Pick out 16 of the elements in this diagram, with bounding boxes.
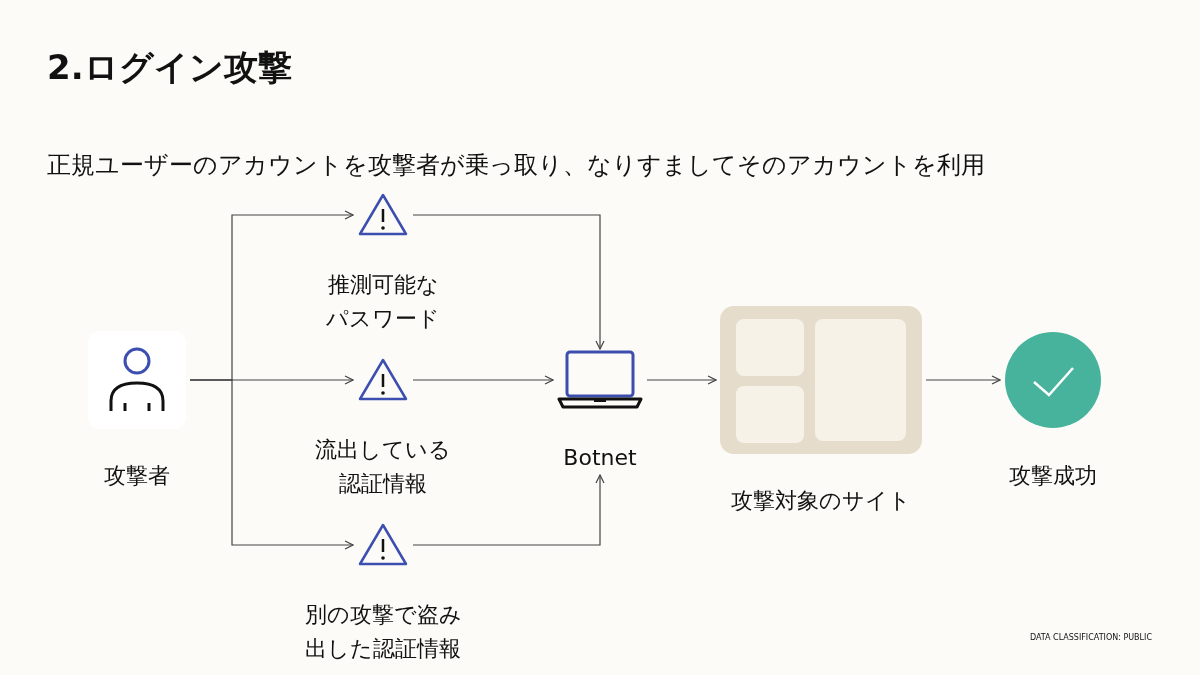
arrow [412, 375, 554, 385]
node-label: 攻撃対象のサイト [730, 487, 912, 515]
arrow [412, 214, 605, 350]
node-label: 別の攻撃で盗み出した認証情報 [303, 601, 463, 663]
arrow [412, 474, 605, 546]
node-label: 流出している認証情報 [314, 436, 452, 498]
node-label: 攻撃者 [103, 462, 171, 490]
footer-note: DATA CLASSIFICATION: PUBLIC [1029, 632, 1152, 644]
arrow [925, 375, 1001, 385]
subtitle: 正規ユーザーのアカウントを攻撃者が乗っ取り、なりすましてそのアカウントを利用 [47, 150, 985, 180]
arrow [646, 375, 717, 385]
title: 2.ログイン攻撃 [47, 50, 292, 84]
node-label: Botnet [562, 444, 638, 472]
node-label: 攻撃成功 [1008, 462, 1098, 490]
arrow [189, 379, 354, 550]
node-label: 推測可能なパスワード [325, 271, 441, 333]
